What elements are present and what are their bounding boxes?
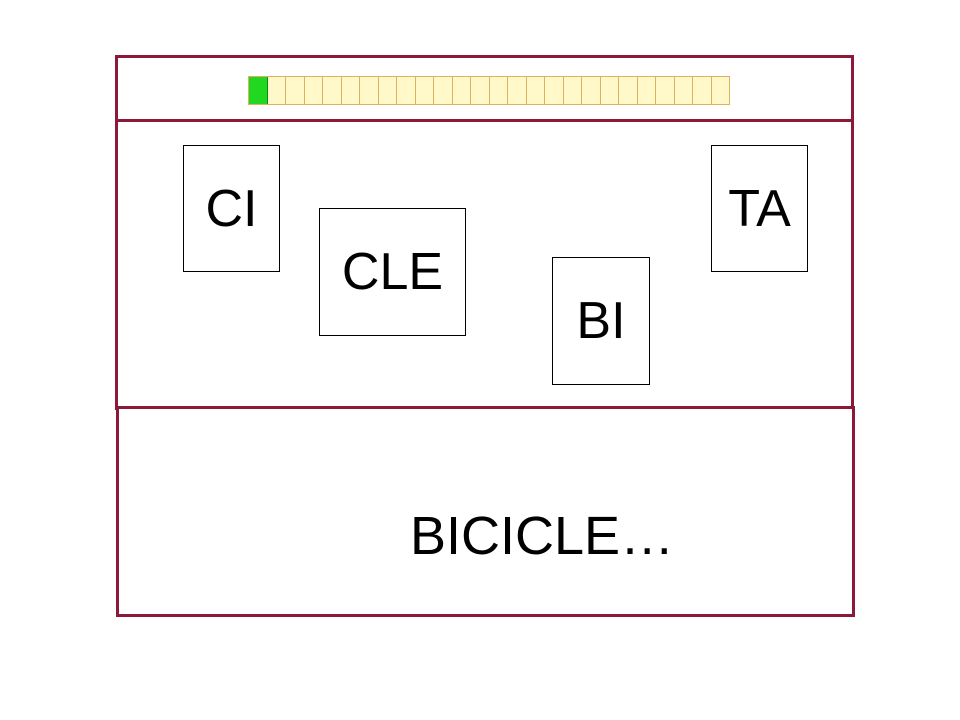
progress-segment-empty <box>619 77 638 104</box>
syllable-card-ta[interactable]: TA <box>711 145 808 272</box>
progress-segment-empty <box>397 77 416 104</box>
progress-segment-empty <box>341 77 360 104</box>
answer-text: BICICLE… <box>410 506 675 566</box>
syllable-card-label: BI <box>576 292 626 350</box>
progress-segment-empty <box>711 77 729 104</box>
progress-segment-empty <box>637 77 656 104</box>
progress-segment-empty <box>286 77 305 104</box>
progress-segment-empty <box>360 77 379 104</box>
syllable-card-cle[interactable]: CLE <box>319 208 466 336</box>
progress-segment-empty <box>304 77 323 104</box>
progress-segment-empty <box>415 77 434 104</box>
progress-segment-filled <box>249 77 268 104</box>
progress-segment-empty <box>600 77 619 104</box>
syllable-card-label: CLE <box>341 243 444 301</box>
syllable-card-label: TA <box>728 179 791 238</box>
progress-segment-empty <box>434 77 453 104</box>
syllable-card-label: CI <box>205 179 258 238</box>
syllable-card-ci[interactable]: CI <box>183 145 280 272</box>
progress-segment-empty <box>378 77 397 104</box>
progress-segment-empty <box>323 77 342 104</box>
progress-segment-empty <box>674 77 693 104</box>
progress-segment-empty <box>582 77 601 104</box>
progress-segment-empty <box>656 77 675 104</box>
progress-segment-empty <box>489 77 508 104</box>
progress-segment-empty <box>452 77 471 104</box>
progress-segment-empty <box>508 77 527 104</box>
progress-segment-empty <box>267 77 286 104</box>
progress-bar <box>248 76 730 105</box>
syllable-card-bi[interactable]: BI <box>552 257 650 385</box>
progress-segment-empty <box>563 77 582 104</box>
progress-segment-empty <box>545 77 564 104</box>
answer-panel <box>116 406 855 617</box>
progress-segment-empty <box>693 77 712 104</box>
progress-segment-empty <box>526 77 545 104</box>
progress-segment-empty <box>471 77 490 104</box>
